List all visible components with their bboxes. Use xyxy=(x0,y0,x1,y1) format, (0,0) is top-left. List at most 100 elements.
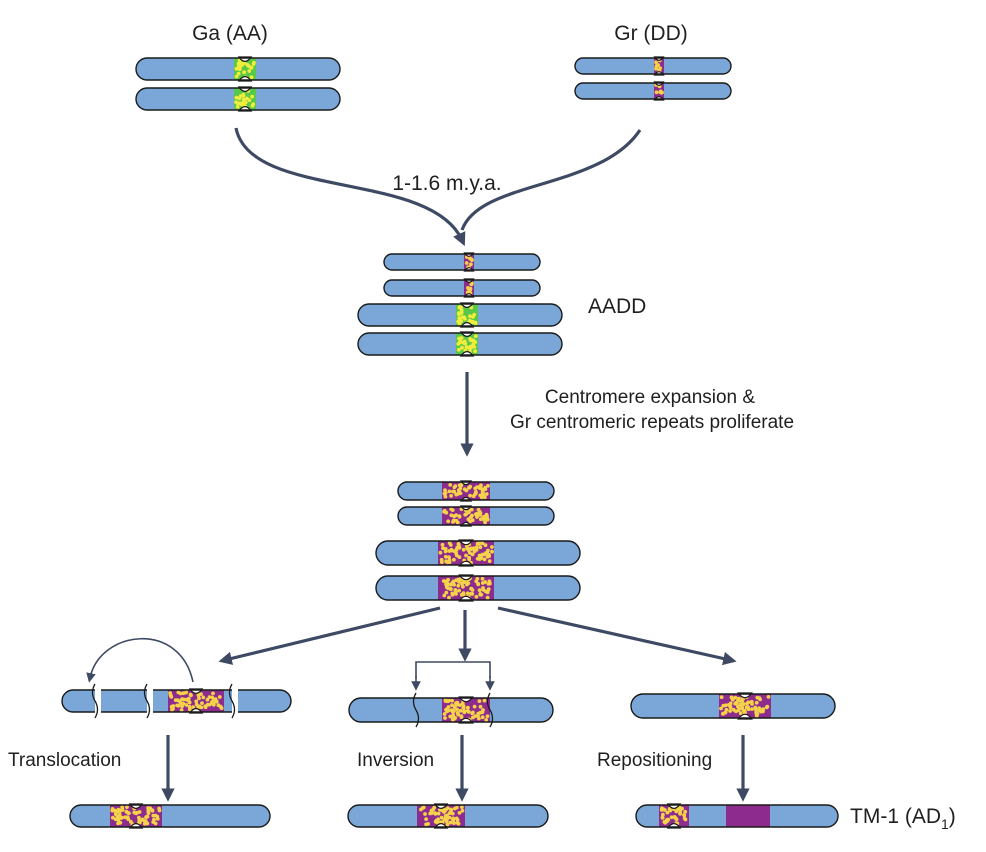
chromosome-outline xyxy=(135,57,341,81)
repeat-dot xyxy=(473,714,478,718)
repeat-dot xyxy=(468,337,472,341)
repeat-dot xyxy=(247,69,252,73)
repeat-dot xyxy=(448,587,453,591)
repeat-dot xyxy=(468,493,472,498)
repeat-dot xyxy=(169,704,174,709)
repeat-dot xyxy=(448,820,453,825)
repeat-dot xyxy=(455,818,460,822)
repeat-dot xyxy=(449,494,453,498)
repeat-dot xyxy=(474,594,479,599)
chromosome-outline xyxy=(135,87,341,111)
repeat-dot xyxy=(481,708,485,712)
repeat-dot xyxy=(447,489,452,494)
repeat-dot xyxy=(455,545,460,550)
repeat-dot xyxy=(719,695,724,700)
translocation-label: Translocation xyxy=(8,750,121,771)
aadd-gr-chromosome-1 xyxy=(383,252,541,272)
repeat-dot xyxy=(454,805,459,810)
repeat-dot xyxy=(197,696,201,701)
repeat-dot xyxy=(249,65,254,70)
repeat-dot xyxy=(488,581,492,586)
repeat-dot xyxy=(201,695,206,700)
repeat-dot xyxy=(234,74,239,79)
repeat-dot xyxy=(207,695,212,699)
repeat-dot xyxy=(482,557,487,562)
repeat-dot xyxy=(153,821,158,826)
ga-chromosome-2 xyxy=(135,86,341,112)
repeat-dot xyxy=(445,699,450,704)
repeat-dot xyxy=(757,696,762,701)
repeat-dot xyxy=(654,60,658,65)
repeat-dot xyxy=(157,806,162,811)
repeat-dot xyxy=(474,545,479,550)
repeat-dot xyxy=(474,579,479,584)
repeat-dot xyxy=(443,491,448,495)
repeat-dot xyxy=(457,483,462,488)
repeat-dot xyxy=(654,64,659,68)
repeat-dot xyxy=(123,815,128,820)
repeat-dot xyxy=(482,495,487,500)
repeat-dot xyxy=(663,820,667,825)
chromosome-outline xyxy=(348,697,554,723)
repeat-dot xyxy=(447,555,451,560)
chromosome-outline xyxy=(383,253,541,271)
repeat-dot xyxy=(449,582,453,587)
aadd-label: AADD xyxy=(588,295,646,318)
inversion-breakpoint xyxy=(412,692,420,728)
repeat-dot xyxy=(468,286,473,291)
repeat-dot xyxy=(448,714,453,719)
repeat-dot xyxy=(137,818,142,823)
repeat-dot xyxy=(436,811,441,816)
aadd-ga-chromosome-1 xyxy=(357,302,563,328)
repeat-dot xyxy=(176,703,181,708)
chromosome-outline xyxy=(69,804,271,828)
ga-chromosome-1 xyxy=(135,56,341,82)
repeat-dot xyxy=(480,715,485,720)
tm1-label: TM-1 (AD1) xyxy=(850,805,956,832)
tm1-subscript: 1 xyxy=(941,816,949,832)
repeat-dot xyxy=(766,695,771,699)
chromosome-arm xyxy=(384,254,540,270)
repeat-dot xyxy=(472,704,477,709)
repeat-dot xyxy=(218,704,223,709)
repeat-dot xyxy=(458,486,463,491)
repeat-dot xyxy=(459,715,464,719)
chromosome-arm xyxy=(575,58,731,74)
repeat-dot xyxy=(740,702,745,707)
repeat-dot xyxy=(181,697,186,702)
repeat-dot xyxy=(478,592,483,597)
repeat-dot xyxy=(478,704,483,709)
repeat-dot xyxy=(730,697,735,702)
repeat-dot xyxy=(442,809,447,813)
repeat-dot xyxy=(477,699,482,703)
repeat-dot xyxy=(750,707,754,711)
chromosome-outline xyxy=(635,804,839,828)
repeat-dot xyxy=(469,262,473,267)
repeat-dot xyxy=(683,809,688,814)
repeat-dot xyxy=(456,583,461,588)
repeat-dot xyxy=(455,520,460,525)
repeat-dot xyxy=(134,811,139,816)
translocation-intermediate xyxy=(61,683,292,719)
repeat-dot xyxy=(444,590,449,595)
repeat-dot xyxy=(236,62,241,66)
repeat-dot xyxy=(451,818,456,822)
repeat-dot xyxy=(181,691,186,696)
repeat-dot xyxy=(674,809,679,814)
repeat-dot xyxy=(449,507,454,511)
repeat-dot xyxy=(454,551,458,556)
repeat-dot xyxy=(665,810,670,815)
repeat-dot xyxy=(148,806,153,811)
repeat-dot xyxy=(447,560,452,564)
repeat-dot xyxy=(442,593,447,598)
chromosome-arm xyxy=(384,280,540,296)
repeat-dot xyxy=(462,315,467,320)
repeat-dot xyxy=(473,491,478,496)
repeat-dot xyxy=(450,717,455,722)
repeat-dot xyxy=(234,95,239,100)
repeat-dot xyxy=(479,483,483,488)
repeat-dot xyxy=(236,101,240,106)
repeat-dot xyxy=(490,549,494,554)
repeat-dot xyxy=(241,61,246,66)
